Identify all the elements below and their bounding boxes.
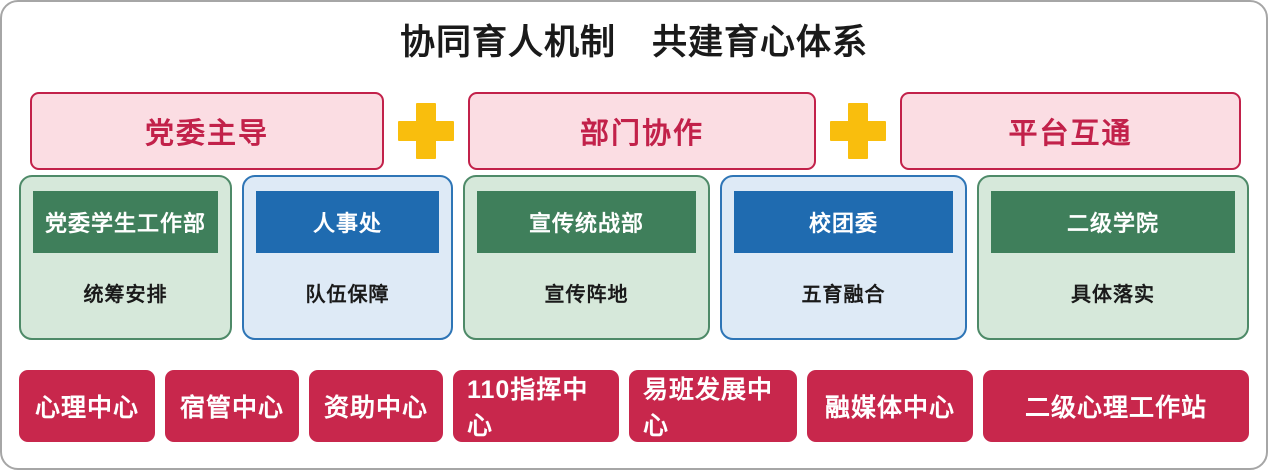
pill-label: 二级心理工作站 bbox=[1024, 394, 1207, 422]
plus-icon bbox=[816, 103, 900, 159]
card-subtitle: 具体落实 bbox=[1071, 284, 1155, 306]
department-card-personnel[interactable]: 人事处 队伍保障 bbox=[242, 175, 453, 340]
card-title: 人事处 bbox=[256, 191, 439, 253]
pillar-label: 部门协作 bbox=[579, 118, 704, 150]
pill-label: 心理中心 bbox=[34, 394, 139, 422]
card-subtitle: 五育融合 bbox=[801, 284, 886, 306]
card-subtitle: 队伍保障 bbox=[305, 284, 390, 306]
page-title: 协同育人机制 共建育心体系 bbox=[399, 23, 868, 62]
department-card-secondary-college[interactable]: 二级学院 具体落实 bbox=[977, 175, 1249, 340]
pillar-box-platform-interoperability[interactable]: 平台互通 bbox=[900, 92, 1241, 170]
plus-icon bbox=[384, 103, 468, 159]
department-card-propaganda[interactable]: 宣传统战部 宣传阵地 bbox=[463, 175, 710, 340]
pillar-label: 党委主导 bbox=[144, 118, 269, 150]
pill-label: 宿管中心 bbox=[179, 394, 284, 422]
pill-label: 易班发展中心 bbox=[643, 376, 774, 440]
card-title: 二级学院 bbox=[991, 191, 1235, 253]
center-pill-psychology[interactable]: 心理中心 bbox=[19, 370, 155, 442]
center-pill-dormitory[interactable]: 宿管中心 bbox=[165, 370, 299, 442]
card-title: 宣传统战部 bbox=[477, 191, 696, 253]
pillar-row: 党委主导 部门协作 平台互通 bbox=[30, 92, 1241, 170]
card-subtitle: 统筹安排 bbox=[83, 284, 168, 306]
pill-label: 110指挥中心 bbox=[467, 376, 589, 440]
card-title: 党委学生工作部 bbox=[33, 191, 218, 253]
center-pill-yiban-development[interactable]: 易班发展中心 bbox=[629, 370, 797, 442]
center-pill-media-convergence[interactable]: 融媒体中心 bbox=[807, 370, 973, 442]
card-subtitle: 宣传阵地 bbox=[544, 284, 629, 306]
department-card-youth-league[interactable]: 校团委 五育融合 bbox=[720, 175, 967, 340]
center-pill-row: 心理中心 宿管中心 资助中心 110指挥中心 易班发展中心 融媒体中心 二级心理… bbox=[19, 370, 1249, 442]
pillar-label: 平台互通 bbox=[1008, 118, 1133, 150]
pillar-box-department-collaboration[interactable]: 部门协作 bbox=[468, 92, 816, 170]
pill-label: 资助中心 bbox=[323, 394, 428, 422]
department-card-row: 党委学生工作部 统筹安排 人事处 队伍保障 宣传统战部 宣传阵地 校团委 五育融… bbox=[19, 175, 1249, 340]
center-pill-financial-aid[interactable]: 资助中心 bbox=[309, 370, 443, 442]
pill-label: 融媒体中心 bbox=[824, 394, 955, 422]
center-pill-110-command[interactable]: 110指挥中心 bbox=[453, 370, 619, 442]
pillar-box-party-leadership[interactable]: 党委主导 bbox=[30, 92, 384, 170]
department-card-student-affairs[interactable]: 党委学生工作部 统筹安排 bbox=[19, 175, 232, 340]
card-title: 校团委 bbox=[734, 191, 953, 253]
center-pill-secondary-psych-station[interactable]: 二级心理工作站 bbox=[983, 370, 1249, 442]
